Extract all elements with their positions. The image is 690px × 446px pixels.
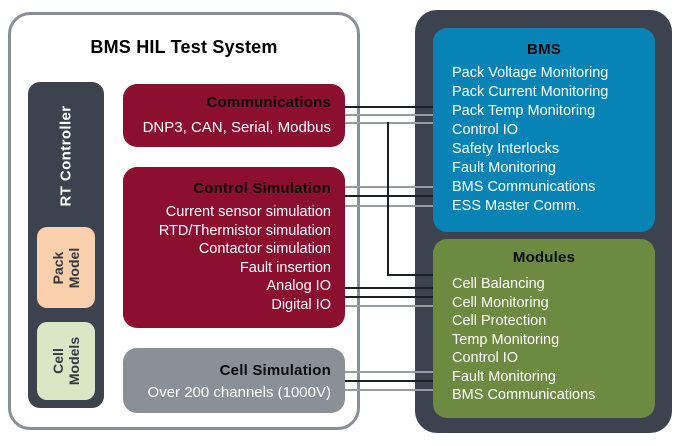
modules-title: Modules [512, 249, 576, 266]
list-item: Fault Monitoring [452, 368, 556, 385]
list-item: ESS Master Comm. [452, 198, 581, 214]
pack-model-box: Pack Model [37, 227, 95, 308]
list-item: Cell Balancing [452, 276, 545, 292]
connection-line [340, 380, 436, 382]
control-simulation-box: Control Simulation Current sensor simula… [123, 167, 345, 328]
communications-title: Communications [206, 94, 331, 111]
control-simulation-list: Current sensor simulation RTD/Thermistor… [123, 203, 345, 315]
rt-controller-label: RT Controller [57, 105, 75, 207]
cell-simulation-subtitle: Over 200 channels (1000V) [147, 384, 331, 401]
list-item: Control IO [452, 350, 519, 366]
modules-list: Cell Balancing Cell Monitoring Cell Prot… [433, 275, 655, 405]
list-item: Analog IO [266, 278, 332, 295]
connection-line [340, 106, 436, 108]
bms-title: BMS [527, 41, 561, 58]
list-item: Current sensor simulation [165, 204, 331, 220]
list-item: Safety Interlocks [452, 141, 560, 157]
list-item: Fault Monitoring [452, 160, 556, 176]
connection-line [340, 114, 436, 116]
connection-line [387, 274, 436, 276]
bms-list: Pack Voltage Monitoring Pack Current Mon… [433, 64, 655, 216]
list-item: Contactor simulation [198, 241, 331, 258]
connection-line [340, 371, 436, 373]
list-item: Pack Temp Monitoring [452, 103, 596, 119]
list-item: RTD/Thermistor simulation [158, 222, 331, 239]
connection-line [340, 296, 436, 298]
connection-line [387, 122, 389, 276]
cell-models-label: Cell Models [50, 336, 82, 386]
modules-box: Modules Cell Balancing Cell Monitoring C… [433, 239, 655, 418]
list-item: Pack Voltage Monitoring [452, 65, 609, 81]
list-item: Cell Protection [452, 313, 547, 329]
pack-model-label: Pack Model [50, 247, 82, 288]
list-item: BMS Communications [452, 387, 596, 403]
connection-line [340, 305, 436, 307]
cell-models-box: Cell Models [37, 322, 95, 400]
list-item: Fault insertion [239, 259, 331, 276]
connection-line [340, 287, 436, 289]
list-item: BMS Communications [452, 179, 596, 195]
page-title: BMS HIL Test System [90, 37, 278, 57]
list-item: Digital IO [271, 296, 331, 313]
communications-subtitle: DNP3, CAN, Serial, Modbus [142, 119, 331, 136]
list-item: Cell Monitoring [452, 294, 549, 311]
communications-box: Communications DNP3, CAN, Serial, Modbus [123, 84, 345, 147]
bms-box: BMS Pack Voltage Monitoring Pack Current… [433, 28, 655, 232]
control-simulation-title: Control Simulation [193, 180, 331, 197]
list-item: Temp Monitoring [452, 331, 560, 348]
cell-simulation-title: Cell Simulation [219, 362, 331, 379]
connection-line [340, 389, 436, 391]
list-item: Control IO [452, 122, 519, 138]
list-item: Pack Current Monitoring [452, 84, 609, 100]
rt-controller-bar: RT Controller Pack Model Cell Models [28, 82, 104, 408]
cell-simulation-box: Cell Simulation Over 200 channels (1000V… [123, 348, 345, 413]
